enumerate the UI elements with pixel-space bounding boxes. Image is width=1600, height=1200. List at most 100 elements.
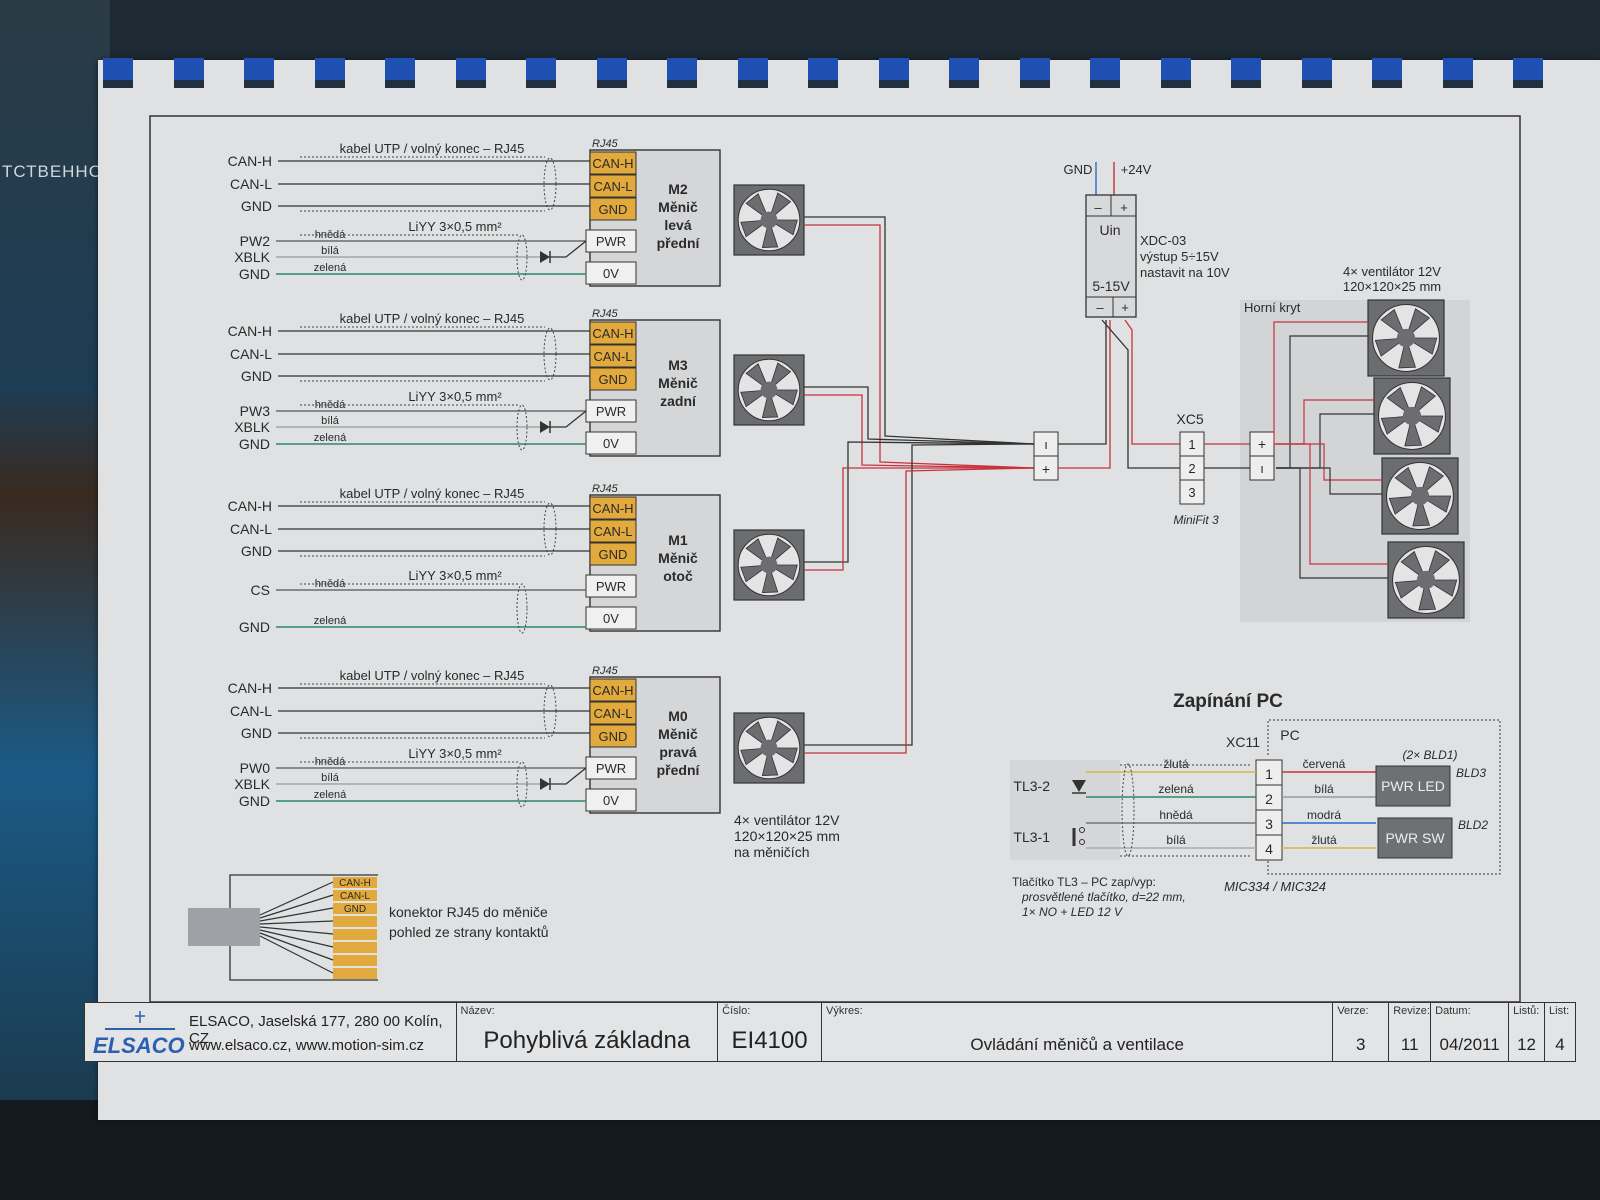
signal-label: CAN-L	[230, 703, 272, 719]
psu-gnd-wire	[1058, 320, 1107, 445]
driver-m0: RJ45CAN-HCAN-LGNDPWR0VM0Měničpravápřední…	[228, 665, 721, 814]
driver-name: Měnič	[658, 375, 698, 391]
xc11-label: XC11	[1226, 734, 1260, 750]
fan-hub	[760, 381, 778, 399]
signal-label: CAN-L	[230, 176, 272, 192]
driver-m2: RJ45CAN-HCAN-LGNDPWR0VM2MěničlevápředníC…	[228, 138, 721, 287]
signal-label: GND	[239, 793, 270, 809]
version-value: 3	[1356, 1035, 1366, 1054]
rj45-pin	[589, 678, 637, 702]
rj45-pin	[589, 496, 637, 520]
rj45-pin-label: CAN-H	[592, 501, 633, 516]
top-fans-note: 4× ventilátor 12V	[1343, 264, 1441, 279]
pc-left-wire-label: hnědá	[1159, 808, 1193, 822]
junction-plus-label: +	[1042, 461, 1050, 477]
tl3-area	[1010, 760, 1120, 860]
bld2-label: BLD2	[1458, 818, 1488, 832]
cable-label: LiYY 3×0,5 mm²	[408, 568, 502, 583]
xc11-pin	[1255, 759, 1283, 786]
rj45-contact	[333, 877, 377, 888]
diode-icon	[540, 251, 550, 263]
fan-icon	[733, 712, 805, 784]
binding-ring	[1301, 58, 1332, 88]
fan-wire-plus	[804, 467, 1034, 571]
signal-label: GND	[241, 198, 272, 214]
wire-color-label: hnědá	[315, 756, 346, 768]
number-cell: Číslo: EI4100	[718, 1003, 822, 1061]
signal-label: PW2	[240, 233, 271, 249]
driver-name: pravá	[659, 744, 697, 760]
ov-label: 0V	[603, 436, 619, 451]
fan-wire-plus	[804, 394, 1035, 469]
ov-terminal	[585, 261, 637, 285]
rj45-contact-label: GND	[344, 904, 366, 915]
fan-hub	[760, 739, 778, 757]
psu-24v-label: +24V	[1121, 162, 1152, 177]
signal-label: PW3	[240, 403, 271, 419]
cable-jacket	[188, 908, 260, 946]
driver-name: M3	[668, 357, 688, 373]
psu-out-minus-wire	[1101, 319, 1180, 469]
binding-ring	[314, 58, 345, 88]
binding-ring	[173, 58, 204, 88]
rj45-wire	[259, 894, 334, 919]
signal-label: CAN-L	[230, 521, 272, 537]
xc5-pin	[1179, 479, 1205, 505]
fan-icon	[733, 354, 805, 426]
fan-wire-gnd	[804, 386, 1035, 445]
top-fan-gnd-wire	[1276, 467, 1382, 495]
psu-out-plus-wire	[1124, 319, 1180, 445]
binding-ring	[808, 58, 838, 88]
binding-ring	[1442, 58, 1473, 88]
led-icon	[1072, 780, 1086, 792]
wire-color-label: hnědá	[315, 399, 346, 411]
pwr-led-box	[1375, 765, 1451, 807]
signal-label: CAN-H	[228, 323, 272, 339]
date-value: 04/2011	[1439, 1035, 1500, 1054]
rj45-wire	[259, 932, 334, 961]
company-cell: ELSACO ELSACO, Jaselská 177, 280 00 Kolí…	[85, 1003, 457, 1061]
pc-power-title: Zapínání PC	[1173, 691, 1283, 712]
sheets-cell: Listů: 12	[1509, 1003, 1546, 1061]
xc5-pin-label: 3	[1188, 485, 1195, 500]
tl3-1-label: TL3-1	[1013, 829, 1050, 845]
ov-terminal	[585, 788, 637, 812]
psu-in-plus: +	[1120, 200, 1128, 215]
binding-ring	[526, 58, 556, 88]
top-minus-label: ı	[1260, 461, 1264, 476]
wire-color-label: zelená	[314, 262, 347, 274]
pwr-sw-box	[1377, 817, 1453, 859]
rj45-pin-label: CAN-H	[592, 683, 633, 698]
rj45-pin-label: CAN-H	[592, 326, 633, 341]
top-fans-note: 120×120×25 mm	[1343, 279, 1441, 294]
rj45-pin	[589, 724, 637, 748]
fan-hub	[1396, 328, 1416, 348]
fan-hub	[1416, 570, 1436, 590]
rj45-pin-label: CAN-L	[593, 349, 632, 364]
pwr-label: PWR	[596, 404, 626, 419]
binding-ring	[1090, 58, 1120, 88]
wire-color-label: zelená	[314, 432, 347, 444]
binding-ring	[103, 58, 133, 88]
company-web: www.elsaco.cz, www.motion-sim.cz	[189, 1037, 425, 1054]
signal-label: GND	[239, 266, 270, 282]
psu-desc: výstup 5÷15V	[1140, 249, 1219, 264]
rj45-contact-label: CAN-H	[339, 878, 371, 889]
tl3-note: prosvětlené tlačítko, d=22 mm,	[1021, 890, 1186, 904]
fan-wire-gnd	[804, 216, 1035, 445]
rj45-contact	[333, 955, 377, 966]
rj45-pin	[589, 542, 637, 566]
binding-ring	[1372, 58, 1402, 88]
signal-label: GND	[241, 368, 272, 384]
driver-name: přední	[657, 235, 701, 251]
cable-shield	[516, 761, 528, 808]
binding-ring	[244, 58, 274, 88]
pwr-sw-label: PWR SW	[1385, 830, 1445, 846]
fan-icon	[1387, 541, 1465, 619]
signal-label: PW0	[240, 760, 271, 776]
pwr-led-label: PWR LED	[1381, 778, 1445, 794]
xc11-pin-label: 1	[1265, 766, 1273, 782]
rj45-pin-label: GND	[599, 729, 628, 744]
cable-shield	[543, 157, 557, 211]
driver-m3: RJ45CAN-HCAN-LGNDPWR0VM3MěničzadníCAN-HC…	[228, 308, 721, 457]
